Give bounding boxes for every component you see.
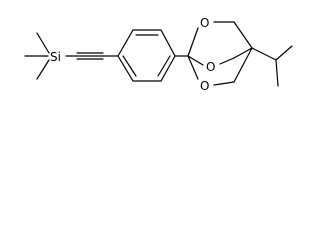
cage-bond-ch2-bridgehead-bot	[233, 47, 253, 83]
isopropyl-bond	[251, 47, 277, 61]
background	[0, 0, 324, 107]
si-methyl-bond-bottom	[36, 59, 50, 80]
cage-bond-ch2-bridgehead-top	[233, 21, 253, 49]
oxygen-atom-label-bottom: O	[200, 79, 209, 93]
isopropyl-methyl-bond-upper	[275, 45, 293, 61]
cage-bond-ch2-bridgehead-mid	[233, 47, 253, 59]
isopropyl-methyl-bond-lower	[275, 59, 279, 87]
cage-bond-obot-ch2	[213, 81, 235, 86]
cage-bond-c-obot	[187, 55, 199, 80]
oxygen-atom-label-top: O	[200, 16, 209, 30]
isopropyl-group	[251, 45, 293, 87]
si-methyl-bond-top	[36, 32, 50, 54]
molecule-structure: Si O O O	[0, 0, 324, 107]
structure-canvas: Si O O O	[0, 0, 324, 107]
cage-bond-c-omid	[187, 55, 204, 66]
cage-bond-omid-ch2	[219, 57, 235, 65]
silicon-atom-label: Si	[50, 50, 61, 64]
aromatic-double-bond-right	[157, 55, 171, 77]
trimethylsilyl-group: Si	[24, 32, 61, 80]
aromatic-double-bond-left	[122, 55, 137, 77]
alkyne-linker	[65, 52, 119, 60]
oxygen-atom-label-middle: O	[206, 60, 215, 74]
trioxabicyclo-cage: O O O	[187, 16, 253, 93]
cage-bond-c-otop	[187, 27, 199, 57]
